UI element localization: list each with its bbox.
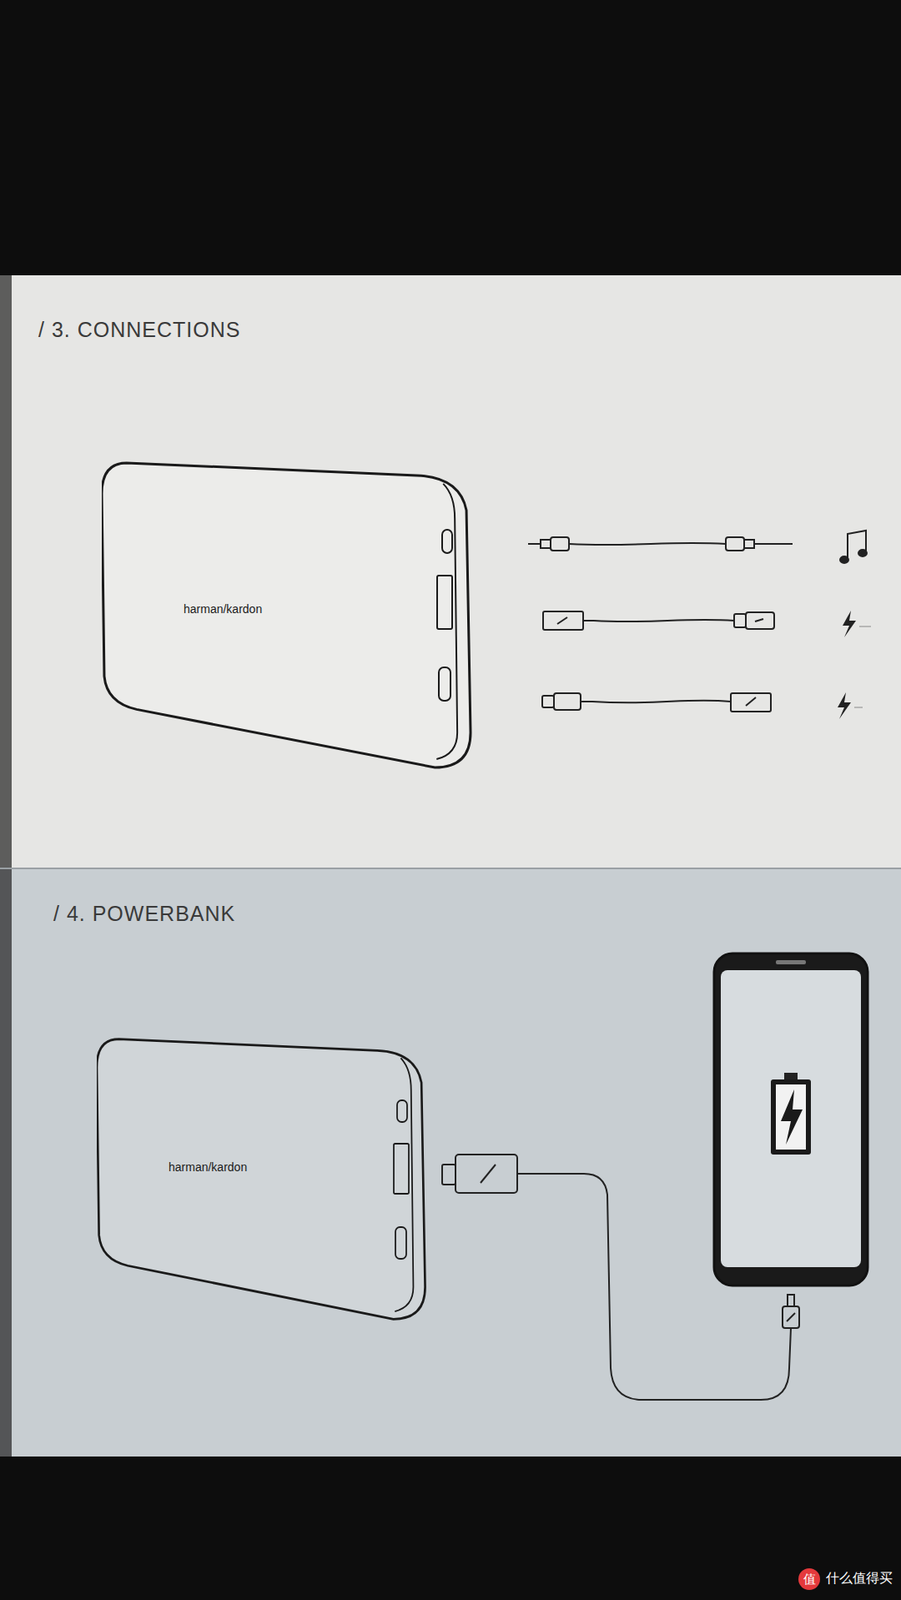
page-fold: [0, 867, 901, 870]
speaker-edge: [436, 483, 458, 760]
speaker-body: [96, 1039, 426, 1320]
speaker-outline: [96, 1035, 429, 1322]
usb-cable: [543, 611, 775, 630]
page-edge-shadow: [0, 275, 12, 1457]
charge-icon: [842, 610, 856, 638]
speaker-outline: [101, 458, 475, 771]
speaker-port: [395, 1227, 407, 1259]
section-heading: / 4. POWERBANK: [53, 902, 236, 927]
micro-usb-cable: [542, 693, 771, 712]
aux-cable: [528, 537, 793, 551]
speaker-port: [438, 667, 451, 701]
music-note-icon: [840, 530, 867, 564]
battery-icon: [770, 1072, 811, 1155]
speaker-port: [437, 575, 453, 630]
upper-page: [0, 275, 901, 870]
charge-icon-trail: [859, 626, 871, 628]
lower-page: [0, 867, 901, 1457]
speaker-device: harman/kardon: [96, 1035, 429, 1322]
speaker-port: [397, 1100, 408, 1123]
charge-icon-trail: [854, 707, 863, 709]
watermark-logo: [798, 1568, 821, 1591]
smartphone: [714, 953, 868, 1286]
speaker-port: [393, 1143, 409, 1194]
charge-icon: [837, 692, 851, 720]
section-heading: / 3. CONNECTIONS: [38, 318, 241, 343]
watermark-logo-text: 值: [803, 1572, 816, 1587]
speaker-port: [442, 529, 453, 554]
brand-logo: harman/kardon: [168, 1160, 247, 1174]
speaker-body: [101, 463, 471, 768]
watermark-text: 什么值得买: [825, 1570, 893, 1586]
speaker-device: harman/kardon: [101, 458, 475, 771]
speaker-edge: [394, 1057, 413, 1312]
brand-logo: harman/kardon: [183, 602, 262, 616]
